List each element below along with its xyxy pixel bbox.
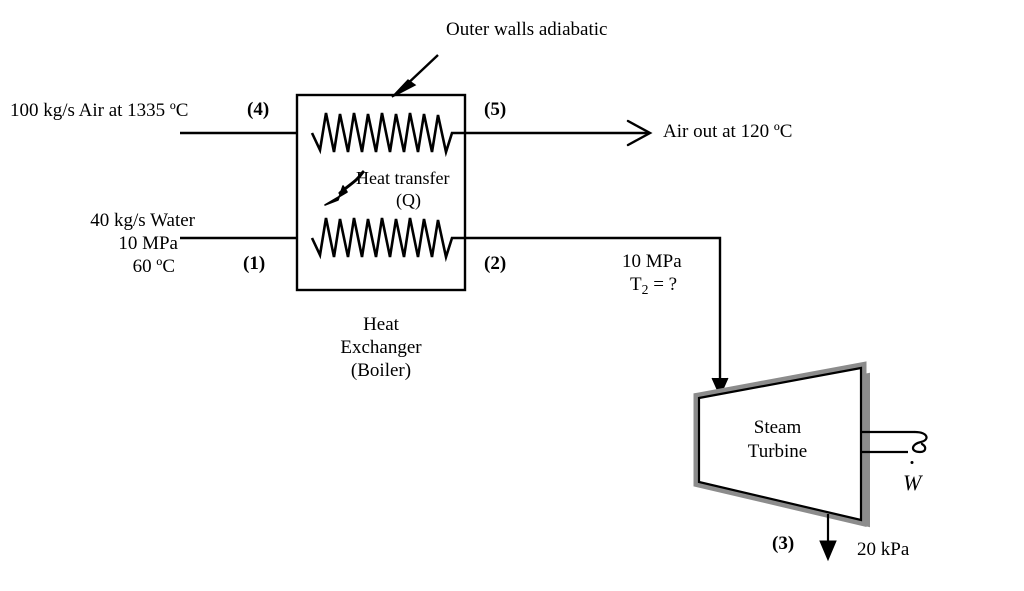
- turbine-exit-arrowhead: [819, 540, 837, 562]
- heat-exchanger-caption-line2: Exchanger: [340, 337, 422, 358]
- state-label-4: (4): [247, 99, 270, 120]
- turbine-label-line1: Steam: [753, 417, 802, 438]
- heat-transfer-label: Heat transfer: [356, 168, 450, 188]
- steam-pipe-temperature-symbol: T: [630, 274, 642, 295]
- heat-transfer-arrowhead: [324, 185, 348, 206]
- air-outlet-arrowhead: [626, 119, 653, 147]
- air-outlet-label: Air out at 120 ºC: [663, 121, 793, 142]
- heat-exchanger-caption-line3: (Boiler): [350, 360, 412, 381]
- turbine-body: [697, 366, 863, 522]
- turbine-exit-pressure: 20 kPa: [857, 539, 910, 560]
- water-inlet-label-line2: 10 MPa: [118, 233, 178, 254]
- work-dot-accent: [910, 461, 914, 464]
- water-inlet-label-line1: 40 kg/s Water: [90, 210, 195, 231]
- state-label-5: (5): [484, 99, 507, 120]
- adiabatic-annotation: Outer walls adiabatic: [446, 19, 608, 40]
- turbine-label-line2: Turbine: [747, 441, 808, 462]
- work-symbol-letter: W: [903, 470, 922, 495]
- steam-pipe-temperature: T2 = ?: [630, 273, 677, 299]
- state-label-3: (3): [772, 533, 795, 554]
- water-inlet-label-line3: 60 ºC: [132, 256, 175, 277]
- heat-exchanger-box: [295, 93, 467, 292]
- air-coil: [310, 112, 465, 158]
- steam-pipe-temperature-subscript: 2: [641, 281, 649, 297]
- adiabatic-leader-arrowhead: [391, 79, 417, 98]
- work-output-symbol: W: [903, 461, 922, 496]
- heat-transfer-symbol: (Q): [396, 190, 421, 210]
- heat-exchanger-caption-line1: Heat: [363, 314, 399, 335]
- water-coil: [310, 217, 465, 263]
- air-inlet-label: 100 kg/s Air at 1335 ºC: [10, 100, 189, 121]
- state-label-2: (2): [484, 253, 507, 274]
- steam-pipe-temperature-value: = ?: [648, 274, 678, 295]
- state-label-1: (1): [243, 253, 266, 274]
- steam-pipe-pressure: 10 MPa: [622, 251, 682, 272]
- turbine-shaft-coil-icon: [911, 430, 928, 454]
- steam-pipe-line: [465, 236, 722, 392]
